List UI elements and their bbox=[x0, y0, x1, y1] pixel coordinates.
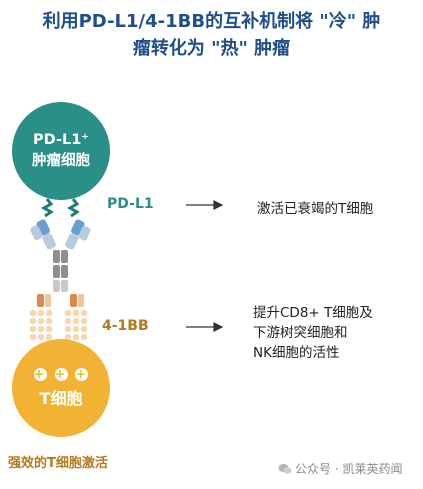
receptor-dot bbox=[29, 325, 37, 333]
receptor-dot bbox=[37, 325, 45, 333]
four-one-bb-effect-line: 提升CD8+ T细胞及 bbox=[253, 305, 373, 321]
receptor-dot bbox=[72, 317, 80, 325]
receptor-dot bbox=[29, 309, 37, 317]
title-line-2: 瘤转化为 "热" 肿瘤 bbox=[132, 38, 291, 59]
four-one-bb-effect-text: 提升CD8+ T细胞及 下游树突细胞和 NK细胞的活性 bbox=[253, 303, 373, 363]
title-line-1: 利用PD-L1/4-1BB的互补机制将 "冷" 肿 bbox=[42, 11, 381, 32]
plus-icon: + bbox=[75, 366, 89, 381]
wechat-icon bbox=[278, 464, 292, 474]
receptor-dot bbox=[80, 333, 88, 341]
receptor-dot bbox=[37, 317, 45, 325]
pdl1-tumor-cell: PD-L1⁺ 肿瘤细胞 bbox=[12, 102, 110, 200]
receptor-dot bbox=[80, 317, 88, 325]
receptor-dot bbox=[37, 309, 45, 317]
receptor-dot bbox=[80, 325, 88, 333]
watermark-text: 公众号 · 凯莱英药闻 bbox=[295, 462, 403, 476]
receptor-dot bbox=[45, 309, 53, 317]
receptor-dot bbox=[45, 325, 53, 333]
antibody-upper-fab bbox=[36, 219, 85, 236]
t-cell: + + + T细胞 bbox=[12, 339, 110, 437]
receptor-dot bbox=[72, 309, 80, 317]
t-cell-plus-signs: + + + bbox=[33, 366, 90, 381]
receptor-dot bbox=[64, 325, 72, 333]
four-one-bb-effect-line: 下游树突细胞和 bbox=[253, 325, 348, 341]
pdl1-cell-line2: 肿瘤细胞 bbox=[32, 153, 90, 169]
caption: 强效的T细胞激活 bbox=[8, 456, 108, 471]
watermark: 公众号 · 凯莱英药闻 bbox=[278, 460, 402, 477]
plus-icon: + bbox=[54, 366, 68, 381]
receptor-dot bbox=[45, 317, 53, 325]
receptor-dot bbox=[72, 325, 80, 333]
pdl1-zigzag-left bbox=[40, 198, 54, 218]
plus-icon: + bbox=[33, 366, 47, 381]
pdl1-zigzag-right bbox=[66, 198, 80, 218]
receptor-dot bbox=[72, 333, 80, 341]
pdl1-effect-text: 激活已衰竭的T细胞 bbox=[257, 201, 374, 217]
t-cell-label: T细胞 bbox=[39, 388, 83, 408]
arrow-pdl1 bbox=[186, 200, 224, 210]
arrow-41bb bbox=[186, 322, 224, 332]
pdl1-label: PD-L1 bbox=[107, 196, 154, 212]
receptor-dot bbox=[64, 333, 72, 341]
receptor-dot bbox=[29, 333, 37, 341]
receptor-dot bbox=[37, 333, 45, 341]
receptor-dot bbox=[45, 333, 53, 341]
four-one-bb-label: 4-1BB bbox=[102, 318, 149, 334]
receptor-dot bbox=[64, 309, 72, 317]
four-one-bb-effect-line: NK细胞的活性 bbox=[253, 345, 340, 361]
four-one-bb-receptor-dots bbox=[29, 309, 88, 341]
pdl1-cell-line1: PD-L1⁺ bbox=[33, 132, 89, 148]
receptor-dot bbox=[29, 317, 37, 325]
receptor-dot bbox=[80, 309, 88, 317]
receptor-dot bbox=[64, 317, 72, 325]
antibody-fc bbox=[53, 250, 68, 278]
antibody-lower-fab bbox=[37, 294, 84, 307]
